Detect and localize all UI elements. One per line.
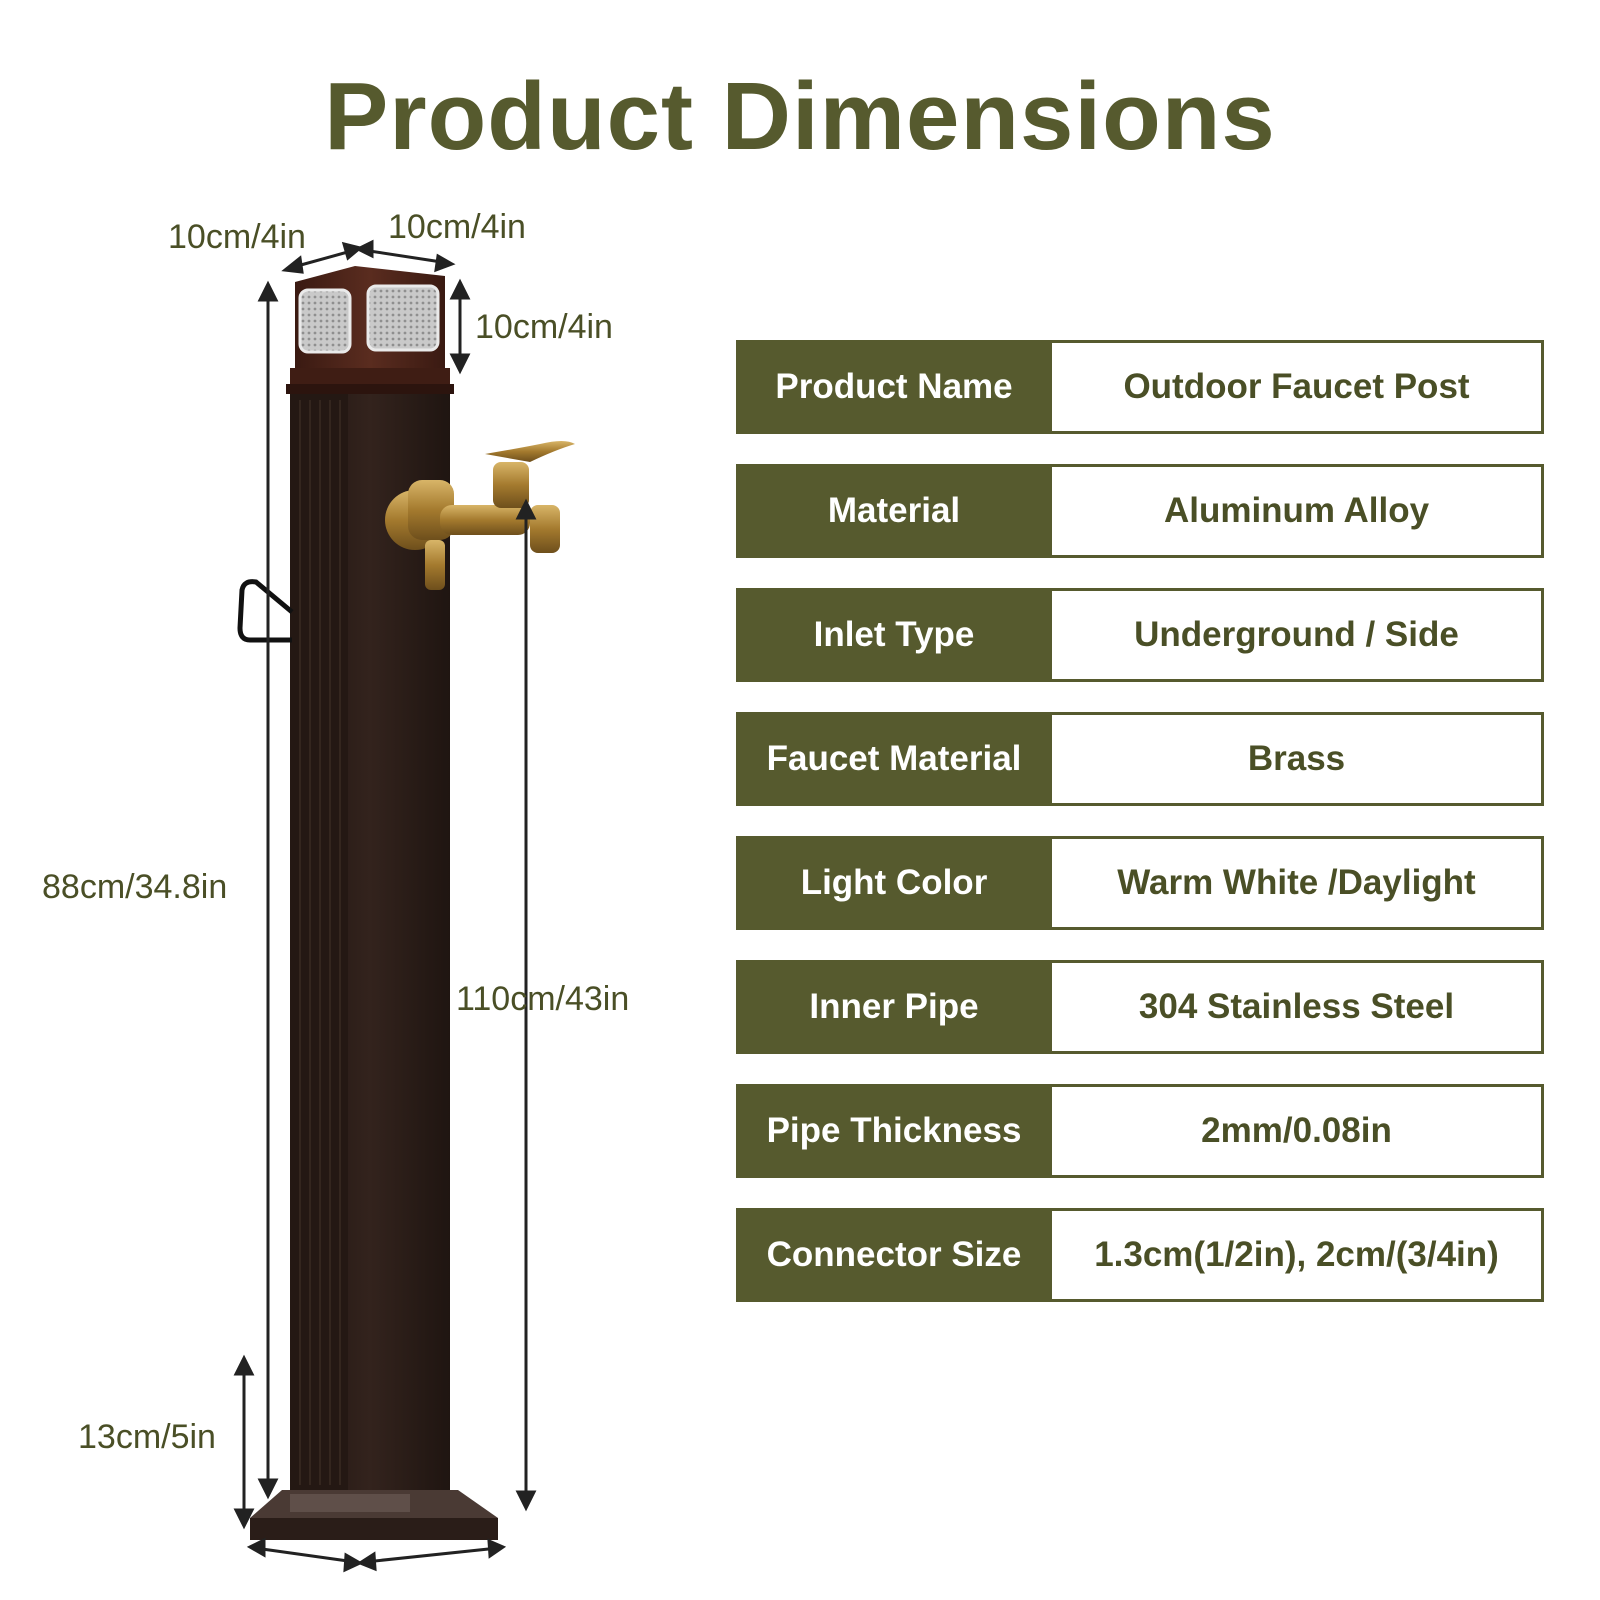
dim-post-height: 88cm/34.8in bbox=[42, 868, 228, 906]
spec-label: Inlet Type bbox=[736, 588, 1052, 682]
faucet-post-illustration bbox=[233, 239, 575, 1573]
dimension-lines bbox=[233, 239, 537, 1573]
hose-hook bbox=[237, 579, 294, 643]
spec-value: 2mm/0.08in bbox=[1052, 1084, 1544, 1178]
spec-row: Pipe Thickness 2mm/0.08in bbox=[736, 1084, 1544, 1178]
spec-label: Product Name bbox=[736, 340, 1052, 434]
spec-value: 1.3cm(1/2in), 2cm/(3/4in) bbox=[1052, 1208, 1544, 1302]
spec-value: Underground / Side bbox=[1052, 588, 1544, 682]
spec-row: Product Name Outdoor Faucet Post bbox=[736, 340, 1544, 434]
spec-label: Inner Pipe bbox=[736, 960, 1052, 1054]
spec-value: 304 Stainless Steel bbox=[1052, 960, 1544, 1054]
spec-label: Pipe Thickness bbox=[736, 1084, 1052, 1178]
spec-value: Brass bbox=[1052, 712, 1544, 806]
dim-cap-height: 10cm/4in bbox=[475, 308, 613, 346]
spec-label: Connector Size bbox=[736, 1208, 1052, 1302]
spec-row: Inlet Type Underground / Side bbox=[736, 588, 1544, 682]
brass-faucet bbox=[385, 441, 575, 590]
light-cap bbox=[286, 266, 454, 394]
post-body bbox=[290, 392, 450, 1492]
spec-row: Connector Size 1.3cm(1/2in), 2cm/(3/4in) bbox=[736, 1208, 1544, 1302]
dim-base-height: 13cm/5in bbox=[78, 1418, 216, 1456]
dim-top-width-right: 10cm/4in bbox=[388, 208, 526, 246]
spec-label: Light Color bbox=[736, 836, 1052, 930]
spec-row: Faucet Material Brass bbox=[736, 712, 1544, 806]
spec-row: Light Color Warm White /Daylight bbox=[736, 836, 1544, 930]
post-base bbox=[250, 1490, 498, 1540]
page-title: Product Dimensions bbox=[324, 63, 1276, 170]
spec-row: Inner Pipe 304 Stainless Steel bbox=[736, 960, 1544, 1054]
spec-row: Material Aluminum Alloy bbox=[736, 464, 1544, 558]
spec-value: Outdoor Faucet Post bbox=[1052, 340, 1544, 434]
spec-label: Faucet Material bbox=[736, 712, 1052, 806]
spec-value: Aluminum Alloy bbox=[1052, 464, 1544, 558]
dim-total-height: 110cm/43in bbox=[456, 980, 630, 1018]
spec-value: Warm White /Daylight bbox=[1052, 836, 1544, 930]
spec-label: Material bbox=[736, 464, 1052, 558]
dim-top-width-left: 10cm/4in bbox=[168, 218, 306, 256]
